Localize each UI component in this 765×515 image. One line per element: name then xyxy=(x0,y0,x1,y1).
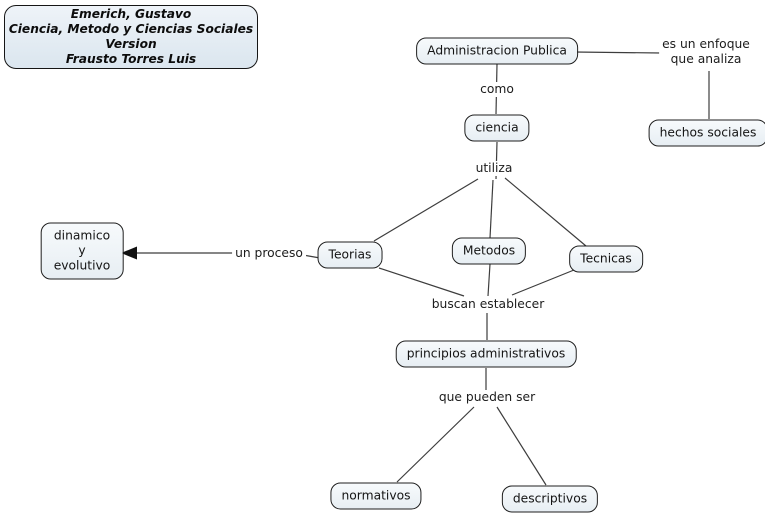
node-label: Teorias xyxy=(328,247,372,262)
node-label: hechos sociales xyxy=(659,125,757,140)
link-label-buscan-establecer[interactable]: buscan establecer xyxy=(428,297,548,312)
edge-tecnicas-buscan xyxy=(511,269,575,296)
link-label-como[interactable]: como xyxy=(477,82,517,97)
title-line-version: Version xyxy=(105,37,157,51)
edge-utiliza-tecnicas xyxy=(504,177,587,247)
node-ciencia[interactable]: ciencia xyxy=(464,114,530,142)
title-line-author: Emerich, Gustavo xyxy=(70,6,192,21)
node-teorias[interactable]: Teorias xyxy=(317,241,383,269)
link-label-line: es un enfoque xyxy=(662,37,750,51)
node-label: evolutivo xyxy=(53,258,111,273)
node-normativos[interactable]: normativos xyxy=(330,482,422,510)
title-line-topic: Ciencia, Metodo y Ciencias Sociales xyxy=(8,21,254,36)
node-label: Metodos xyxy=(462,243,516,258)
node-metodos[interactable]: Metodos xyxy=(451,237,527,265)
link-label-un-proceso[interactable]: un proceso xyxy=(232,246,306,261)
link-label-line: que analiza xyxy=(670,52,742,66)
title-box[interactable]: Emerich, Gustavo Ciencia, Metodo y Cienc… xyxy=(4,5,258,69)
edge-utiliza-metodos xyxy=(489,179,494,239)
edge-teorias-buscan xyxy=(378,267,465,297)
node-label: Tecnicas xyxy=(580,251,632,266)
node-descriptivos[interactable]: descriptivos xyxy=(501,485,599,513)
node-label: principios administrativos xyxy=(406,346,566,361)
node-administracion-publica[interactable]: Administracion Publica xyxy=(416,37,578,65)
title-line-name: Frausto Torres Luis xyxy=(65,52,197,67)
node-hechos-sociales[interactable]: hechos sociales xyxy=(648,119,765,147)
node-dinamico-evolutivo[interactable]: dinamico y evolutivo xyxy=(40,222,124,280)
edge-admin-enfoque xyxy=(573,51,662,54)
node-principios-administrativos[interactable]: principios administrativos xyxy=(395,340,577,368)
node-label: y xyxy=(78,243,86,258)
node-label: normativos xyxy=(341,488,411,503)
edge-utiliza-teorias xyxy=(373,178,479,242)
link-label-utiliza[interactable]: utiliza xyxy=(472,161,516,176)
node-label: Administracion Publica xyxy=(427,43,567,58)
edge-quepueden-normativos xyxy=(396,406,475,483)
node-label: descriptivos xyxy=(512,491,588,506)
edge-metodos-buscan xyxy=(487,263,491,297)
edge-quepueden-descriptivos xyxy=(496,406,547,486)
link-label-que-pueden-ser[interactable]: que pueden ser xyxy=(435,390,539,405)
arrowhead-left-icon xyxy=(121,246,137,260)
node-tecnicas[interactable]: Tecnicas xyxy=(569,245,643,273)
link-label-es-un-enfoque[interactable]: es un enfoque que analiza xyxy=(659,37,753,67)
node-label: ciencia xyxy=(475,120,519,135)
node-label: dinamico xyxy=(53,228,111,243)
